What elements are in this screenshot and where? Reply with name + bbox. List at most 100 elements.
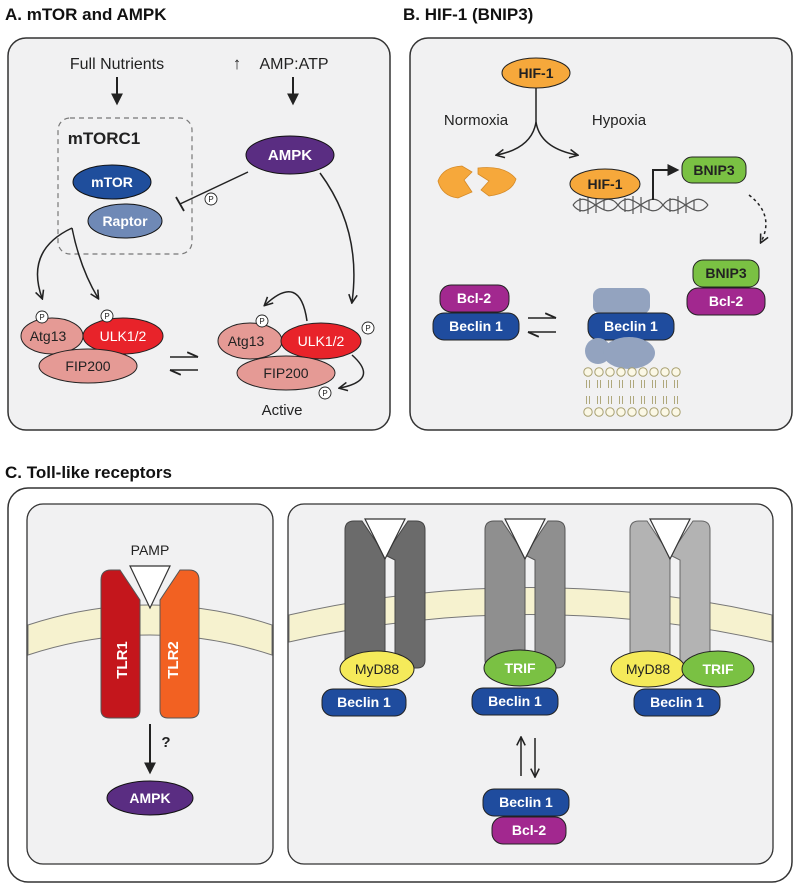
lipid-tail	[586, 396, 590, 404]
trif-label-1: TRIF	[504, 660, 536, 676]
phospho-atg13-active	[255, 314, 269, 328]
hif1-top-label: HIF-1	[519, 65, 554, 81]
degraded-hif1-right	[477, 167, 517, 197]
lipid-head	[649, 407, 659, 417]
lipid-head	[671, 407, 681, 417]
bnip3-node-top	[681, 156, 747, 184]
mtorc1-complex-box	[57, 117, 193, 255]
normoxia-label: Normoxia	[444, 112, 509, 129]
lipid-head	[605, 367, 615, 377]
bnip3-node-bound	[692, 259, 760, 288]
lipid-head	[605, 407, 615, 417]
myd88-label-1: MyD88	[355, 661, 400, 677]
ulk-autophospho-fip200-arrow	[340, 354, 365, 388]
lipid-tail	[663, 380, 667, 388]
active-label: Active	[262, 402, 303, 419]
beclin1-bcl2-c-label: Beclin 1	[499, 794, 553, 810]
bcl2-node-beclin	[439, 284, 510, 313]
atg13-inactive-label: Atg13	[30, 328, 67, 344]
up-arrow-symbol: ↑	[233, 54, 242, 73]
hypoxia-arrow	[535, 121, 577, 155]
tlr2-receptor	[159, 569, 200, 719]
beclin1-trif-label: Beclin 1	[488, 693, 542, 709]
phospho-fip200-active-label: P	[322, 389, 327, 398]
ulk-active-node	[280, 322, 362, 360]
bnip3-translocation-arrow	[748, 194, 766, 242]
lipid-head	[583, 407, 593, 417]
beclin1-node-myd88	[321, 688, 407, 717]
lipid-tail	[608, 396, 612, 404]
phospho-raptor	[204, 192, 218, 206]
full-nutrients-label: Full Nutrients	[70, 56, 164, 73]
beclin1-node-bcl2	[432, 312, 520, 341]
lipid-tail	[597, 380, 601, 388]
ampk-c-label: AMPK	[129, 790, 170, 806]
phospho-atg13-active-label: P	[259, 317, 264, 326]
bcl2-bnip3-label: Bcl-2	[709, 293, 743, 309]
lipid-tail	[608, 380, 612, 388]
question-mark: ?	[161, 734, 170, 751]
mtor-node	[72, 164, 152, 200]
panel-a-title: A. mTOR and AMPK	[5, 5, 167, 24]
beclin1-node-both	[633, 688, 721, 717]
mtor-label: mTOR	[91, 174, 133, 190]
panel-c-title: C. Toll-like receptors	[5, 463, 172, 482]
bcl2-node-c	[491, 816, 567, 845]
tlr1-label: TLR1	[114, 641, 131, 679]
phospho-raptor-label: P	[208, 195, 213, 204]
phospho-fip200-active	[318, 386, 332, 400]
ulk-active-label: ULK1/2	[298, 333, 345, 349]
lipid-head	[660, 407, 670, 417]
bnip3-top-label: BNIP3	[693, 162, 734, 178]
ligand-both	[649, 518, 691, 561]
bcl2-c-label: Bcl-2	[512, 822, 546, 838]
pamp-label: PAMP	[131, 542, 170, 558]
mtorc1-label: mTORC1	[68, 129, 140, 148]
ampk-to-ulk-arrow	[319, 172, 354, 302]
bcl2-beclin-label: Bcl-2	[457, 290, 491, 306]
beclin1-myd88-label: Beclin 1	[337, 694, 391, 710]
atg13-active-label: Atg13	[228, 333, 265, 349]
tlr1-receptor	[100, 569, 141, 719]
lipid-tail	[630, 396, 634, 404]
lipid-tail	[641, 380, 645, 388]
lipid-bilayer	[583, 367, 681, 417]
tlr2-label: TLR2	[165, 641, 182, 679]
raptor-node	[87, 203, 163, 239]
lipid-head	[627, 367, 637, 377]
degraded-hif1-left	[437, 165, 473, 199]
hypoxia-label: Hypoxia	[592, 112, 647, 129]
bnip3-bound-label: BNIP3	[705, 265, 746, 281]
lipid-tail	[652, 380, 656, 388]
lipid-tail	[619, 396, 623, 404]
lipid-head	[594, 407, 604, 417]
ligand-myd88	[364, 518, 406, 561]
raptor-label: Raptor	[102, 213, 148, 229]
phospho-ulk-active	[361, 321, 375, 335]
transcription-arrow	[652, 164, 680, 200]
panel-c-left-frame	[26, 503, 274, 865]
vps34-complex-top	[593, 288, 650, 314]
amp-atp-label: AMP:ATP	[259, 56, 328, 73]
lipid-head	[660, 367, 670, 377]
trif-node-2	[681, 650, 755, 688]
lipid-tail	[630, 380, 634, 388]
lipid-tail	[597, 396, 601, 404]
ligand-trif	[504, 518, 546, 561]
lipid-head	[638, 407, 648, 417]
lipid-head	[616, 367, 626, 377]
lipid-tail	[641, 396, 645, 404]
fip200-inactive-label: FIP200	[65, 358, 110, 374]
phospho-ulk-active-label: P	[365, 324, 370, 333]
beclin1-node-bcl2-c	[482, 788, 570, 817]
fip200-active-label: FIP200	[263, 365, 308, 381]
trif-label-2: TRIF	[702, 661, 734, 677]
ampk-inhibition-bar	[175, 196, 185, 212]
lipid-tail	[674, 396, 678, 404]
myd88-node-1	[339, 650, 415, 688]
ulk-inactive-label: ULK1/2	[100, 328, 147, 344]
lipid-tail	[663, 396, 667, 404]
ampk-inhibition-line	[179, 171, 249, 205]
trif-node-1	[483, 649, 557, 687]
hif1-bound-label: HIF-1	[588, 176, 623, 192]
